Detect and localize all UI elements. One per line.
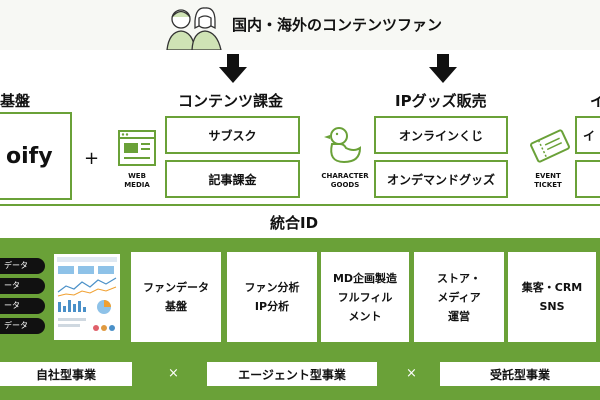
fan-data-platform-panel: ファンデータ 基盤 bbox=[131, 252, 221, 342]
web-media-icon bbox=[118, 130, 156, 166]
panel-line: ファン分析 bbox=[244, 281, 300, 294]
character-goods-caption: CHARACTER GOODS bbox=[318, 172, 372, 190]
panel-line: ファンデータ bbox=[143, 281, 209, 294]
contract-business-box: 受託型事業 bbox=[440, 362, 600, 386]
fans-illustration-icon bbox=[166, 7, 222, 50]
down-arrow-icon bbox=[429, 54, 457, 83]
database-row: データ bbox=[0, 318, 45, 334]
panel-line: 集客・CRM bbox=[521, 281, 583, 294]
character-goods-caption-line2: GOODS bbox=[330, 181, 360, 189]
database-row: データ bbox=[0, 258, 45, 274]
panel-line: 運営 bbox=[448, 309, 470, 323]
agent-business-box: エージェント型事業 bbox=[207, 362, 377, 386]
on-demand-goods-box: オンデマンドグッズ bbox=[374, 160, 508, 198]
contents-billing-title: コンテンツ課金 bbox=[178, 92, 284, 110]
panel-line: IP分析 bbox=[254, 300, 290, 313]
web-media-caption-line2: MEDIA bbox=[124, 181, 150, 189]
acquisition-crm-panel: 集客・CRM SNS bbox=[508, 252, 596, 342]
character-goods-caption-line1: CHARACTER bbox=[321, 172, 369, 180]
database-row: ータ bbox=[0, 278, 45, 294]
times-separator: × bbox=[168, 366, 179, 381]
down-arrow-icon bbox=[219, 54, 247, 83]
panel-line: 基盤 bbox=[165, 300, 187, 313]
database-stack: データ ータ ータ データ bbox=[0, 258, 50, 340]
right-box-1: イ bbox=[575, 116, 600, 154]
platform-box: oify bbox=[0, 112, 72, 200]
top-band bbox=[0, 0, 600, 50]
panel-line: メディア bbox=[437, 290, 481, 304]
panel-line: メント bbox=[348, 309, 382, 323]
fans-label: 国内・海外のコンテンツファン bbox=[232, 16, 443, 34]
right-section-title: イ bbox=[590, 92, 600, 110]
unified-id-bar bbox=[0, 204, 600, 240]
panel-line: フルフィル bbox=[337, 290, 393, 304]
event-ticket-caption-line1: EVENT bbox=[535, 172, 561, 180]
duck-icon bbox=[324, 127, 362, 164]
store-media-operation-panel: ストア・ メディア 運営 bbox=[414, 252, 504, 342]
event-ticket-caption: EVENT TICKET bbox=[530, 172, 566, 190]
database-row: ータ bbox=[0, 298, 45, 314]
panel-line: MD企画製造 bbox=[332, 271, 398, 285]
platform-section-title: 基盤 bbox=[0, 92, 31, 110]
plus-sign: + bbox=[84, 148, 100, 169]
times-separator: × bbox=[406, 366, 417, 381]
in-house-business-box: 自社型事業 bbox=[0, 362, 132, 386]
article-billing-box: 記事課金 bbox=[165, 160, 300, 198]
unified-id-label: 統合ID bbox=[270, 214, 319, 232]
md-planning-panel: MD企画製造 フルフィル メント bbox=[321, 252, 409, 342]
web-media-caption: WEB MEDIA bbox=[120, 172, 154, 190]
subscription-box: サブスク bbox=[165, 116, 300, 154]
fan-analysis-panel: ファン分析 IP分析 bbox=[227, 252, 317, 342]
web-media-caption-line1: WEB bbox=[128, 172, 146, 180]
ip-goods-title: IPグッズ販売 bbox=[395, 92, 487, 110]
event-ticket-caption-line2: TICKET bbox=[534, 181, 562, 189]
panel-line: ストア・ bbox=[437, 271, 481, 285]
ticket-icon bbox=[530, 129, 570, 163]
panel-line: SNS bbox=[539, 300, 565, 313]
dashboard-thumbnail-icon bbox=[54, 254, 120, 340]
online-lottery-box: オンラインくじ bbox=[374, 116, 508, 154]
right-box-2 bbox=[575, 160, 600, 198]
